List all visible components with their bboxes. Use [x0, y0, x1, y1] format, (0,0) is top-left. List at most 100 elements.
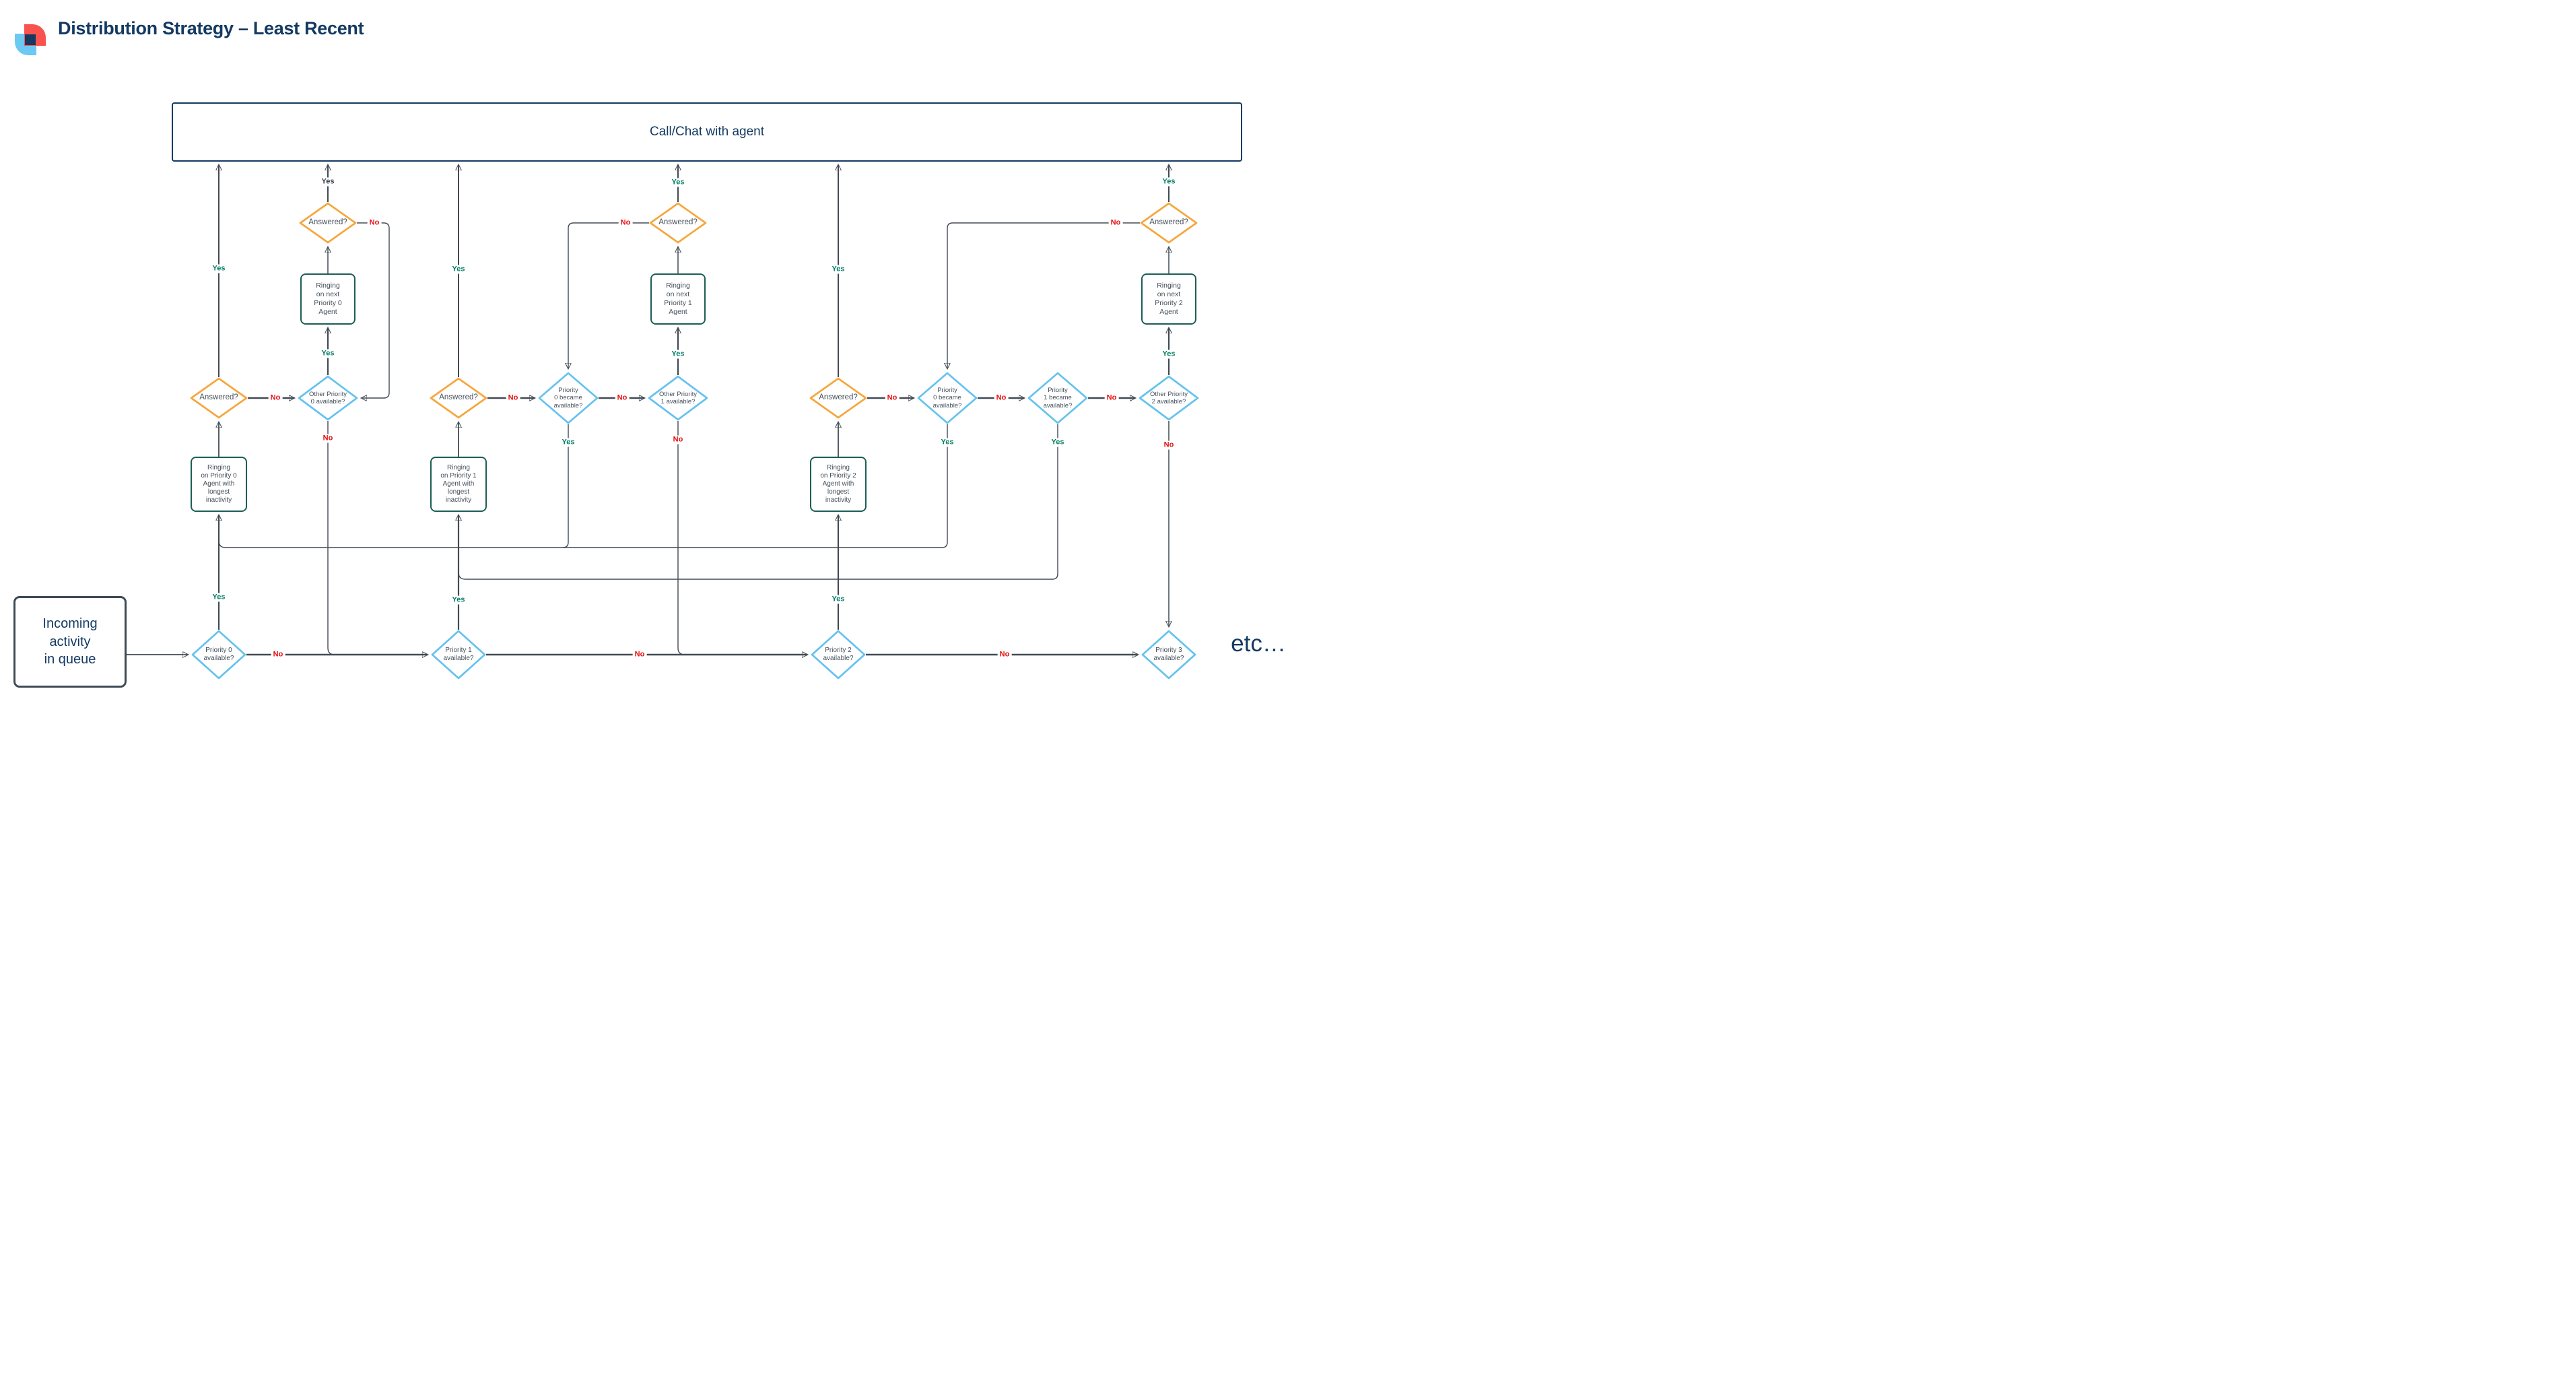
connector-layer	[127, 0, 1288, 690]
priority-0-became-available-b[interactable]: Priority 0 became available?	[917, 372, 978, 424]
other-priority-1-available[interactable]: Other Priority 1 available?	[648, 375, 708, 421]
priority-1-became-available-label: Priority 1 became available?	[1043, 386, 1073, 409]
edge-label-yes-answered-p0-top: Yes	[319, 177, 337, 187]
answered-p1-mid-shape	[430, 377, 487, 419]
edge-label-no-other-p1: No	[671, 435, 685, 445]
answered-p1-top[interactable]: Answered?	[649, 202, 707, 244]
priority-1-became-available[interactable]: Priority 1 became available?	[1027, 372, 1088, 424]
answered-p0-mid-shape	[190, 377, 248, 419]
other-priority-0-available-shape	[298, 375, 358, 421]
answered-p1-top-shape	[649, 202, 707, 244]
edge-return-line-p1	[458, 558, 1052, 580]
answered-p2-mid-label: Answered?	[819, 393, 858, 402]
edge-label-no-answered-p2-top: No	[1108, 218, 1123, 228]
edge-label-no-priority-1: No	[632, 650, 647, 659]
edge-label-yes-p1became: Yes	[1049, 438, 1066, 447]
answered-p1-mid-label: Answered?	[439, 393, 478, 402]
edge-label-yes-other-p0: Yes	[319, 349, 337, 358]
edge-label-no-answered-p2-mid: No	[885, 393, 900, 403]
priority-0-became-available-b-label: Priority 0 became available?	[933, 386, 962, 409]
edge-label-yes-answered-p1-mid: Yes	[450, 265, 467, 274]
ringing-next-priority-0[interactable]: Ringing on next Priority 0 Agent	[300, 273, 355, 325]
edge-p1became-yes-drop	[1052, 424, 1058, 580]
other-priority-1-available-shape	[648, 375, 708, 421]
ringing-next-priority-2[interactable]: Ringing on next Priority 2 Agent	[1141, 273, 1196, 325]
edge-label-yes-priority-0: Yes	[210, 593, 228, 602]
ringing-priority-0-longest[interactable]: Ringing on Priority 0 Agent with longest…	[191, 457, 247, 512]
edge-label-no-answered-p1-top: No	[618, 218, 633, 228]
edge-label-no-p1became: No	[1104, 393, 1119, 403]
edge-label-yes-other-p1: Yes	[669, 350, 687, 359]
priority-3-available-label: Priority 3 available?	[1153, 647, 1184, 662]
priority-3-available-shape	[1141, 630, 1196, 680]
edge-label-no-answered-p1-mid: No	[506, 393, 520, 403]
lucid-logo-icon	[15, 24, 46, 55]
answered-p1-top-label: Answered?	[658, 218, 698, 227]
answered-p1-mid[interactable]: Answered?	[430, 377, 487, 419]
priority-0-became-available-a[interactable]: Priority 0 became available?	[538, 372, 599, 424]
priority-3-available[interactable]: Priority 3 available?	[1141, 630, 1196, 680]
edge-label-yes-answered-p0-mid: Yes	[210, 264, 228, 273]
priority-2-available-label: Priority 2 available?	[823, 647, 854, 662]
edge-label-no-priority-0: No	[271, 650, 285, 659]
diagram-page: Distribution Strategy – Least Recent Cal…	[0, 0, 1288, 690]
edge-answeredtop1-no-loop	[568, 222, 649, 368]
priority-0-became-available-a-shape	[538, 372, 599, 424]
edge-answeredtop0-no-loop	[357, 222, 390, 398]
priority-0-available[interactable]: Priority 0 available?	[191, 630, 246, 680]
ringing-priority-2-longest[interactable]: Ringing on Priority 2 Agent with longest…	[810, 457, 867, 512]
edge-return-line-p0	[218, 522, 942, 548]
other-priority-2-available-label: Other Priority 2 available?	[1150, 390, 1188, 405]
edge-label-no-other-p2: No	[1161, 440, 1176, 450]
edge-label-no-answered-p0-top: No	[367, 218, 382, 228]
edge-label-no-p0became-b: No	[994, 393, 1009, 403]
edge-label-no-answered-p0-mid: No	[268, 393, 283, 403]
edge-label-yes-answered-p2-top: Yes	[1160, 177, 1178, 187]
answered-p2-mid[interactable]: Answered?	[809, 377, 867, 419]
edge-label-no-other-p0: No	[320, 434, 335, 443]
priority-0-became-available-b-shape	[917, 372, 978, 424]
other-priority-1-available-label: Other Priority 1 available?	[659, 390, 697, 405]
edge-answeredtop2-no-loop	[947, 222, 1140, 368]
answered-p2-top[interactable]: Answered?	[1140, 202, 1198, 244]
edge-otherp0-no-down	[327, 421, 335, 655]
etc-label[interactable]: etc…	[1231, 630, 1286, 657]
answered-p2-top-label: Answered?	[1149, 218, 1188, 227]
answered-p0-mid-label: Answered?	[199, 393, 238, 402]
edge-label-yes-answered-p1-top: Yes	[669, 178, 687, 187]
edge-p0became-b-yes-drop	[941, 424, 948, 548]
other-priority-2-available[interactable]: Other Priority 2 available?	[1139, 375, 1199, 421]
priority-1-available-shape	[431, 630, 486, 680]
answered-p0-top-label: Answered?	[308, 218, 347, 227]
edge-label-no-priority-2: No	[997, 650, 1012, 659]
edge-label-yes-priority-1: Yes	[450, 595, 467, 605]
edge-label-yes-answered-p2-mid: Yes	[829, 265, 847, 274]
priority-1-became-available-shape	[1027, 372, 1088, 424]
answered-p2-top-shape	[1140, 202, 1198, 244]
incoming-activity[interactable]: Incoming activity in queue	[13, 596, 127, 688]
other-priority-2-available-shape	[1139, 375, 1199, 421]
edge-label-yes-p0became-b: Yes	[939, 438, 956, 447]
ringing-next-priority-1[interactable]: Ringing on next Priority 1 Agent	[650, 273, 706, 325]
page-title: Distribution Strategy – Least Recent	[58, 18, 364, 38]
priority-0-became-available-a-label: Priority 0 became available?	[553, 386, 583, 409]
diagram-header: Distribution Strategy – Least Recent	[0, 0, 1288, 61]
priority-2-available-shape	[811, 630, 866, 680]
call-chat-terminator[interactable]: Call/Chat with agent	[172, 102, 1242, 162]
answered-p0-top[interactable]: Answered?	[299, 202, 357, 244]
edge-label-yes-priority-2: Yes	[829, 595, 847, 604]
answered-p0-mid[interactable]: Answered?	[190, 377, 248, 419]
ringing-priority-1-longest[interactable]: Ringing on Priority 1 Agent with longest…	[430, 457, 487, 512]
answered-p0-top-shape	[299, 202, 357, 244]
edge-label-no-p0became-a: No	[615, 393, 630, 403]
other-priority-0-available-label: Other Priority 0 available?	[309, 390, 347, 405]
logo-navy-shape	[25, 34, 36, 45]
other-priority-0-available[interactable]: Other Priority 0 available?	[298, 375, 358, 421]
priority-2-available[interactable]: Priority 2 available?	[811, 630, 866, 680]
priority-1-available-label: Priority 1 available?	[443, 647, 474, 662]
answered-p2-mid-shape	[809, 377, 867, 419]
priority-1-available[interactable]: Priority 1 available?	[431, 630, 486, 680]
edge-otherp1-no-down	[677, 421, 685, 655]
edge-label-yes-other-p2: Yes	[1160, 350, 1178, 359]
